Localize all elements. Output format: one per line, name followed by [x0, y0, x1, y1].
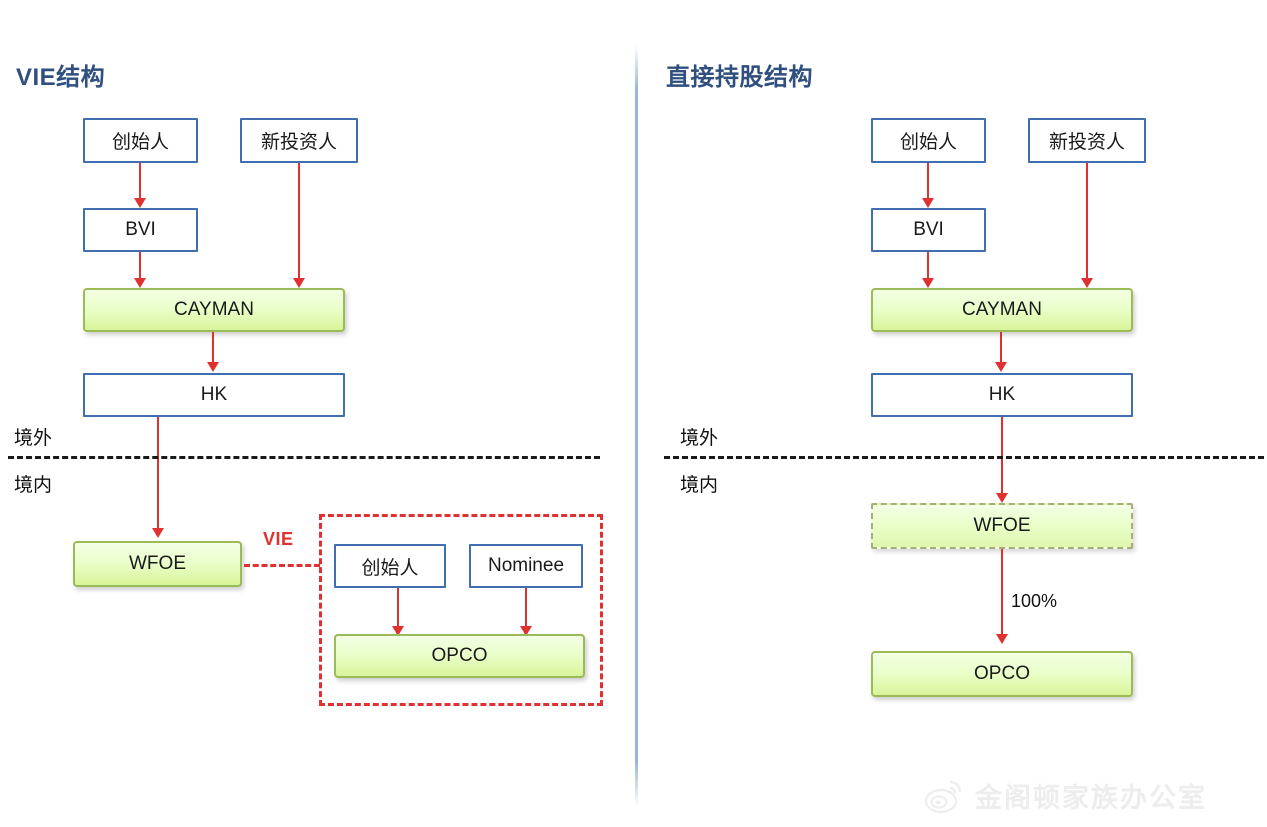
right-edge-bvi-to-cayman — [927, 252, 929, 280]
right-edge-hk-to-wfoe-arrowhead — [996, 493, 1008, 503]
left-node-hk[interactable]: HK — [83, 373, 345, 417]
right-node-opco[interactable]: OPCO — [871, 651, 1133, 697]
left-vie-node-founder[interactable]: 创始人 — [334, 544, 446, 588]
left-vie-edge-nominee-to-opco-arrowhead — [520, 626, 532, 636]
right-node-opco-label: OPCO — [974, 663, 1030, 684]
left-node-new-investor[interactable]: 新投资人 — [240, 118, 358, 163]
right-boundary-offshore-label: 境外 — [680, 428, 719, 449]
right-edge-investor-to-cayman-arrowhead — [1081, 278, 1093, 288]
right-node-bvi[interactable]: BVI — [871, 208, 986, 252]
right-edge-cayman-to-hk-arrowhead — [995, 362, 1007, 372]
left-node-cayman[interactable]: CAYMAN — [83, 288, 345, 332]
left-edge-hk-to-wfoe-arrowhead — [152, 528, 164, 538]
left-node-cayman-label: CAYMAN — [174, 299, 254, 320]
left-panel-title: VIE结构 — [16, 64, 106, 91]
right-jurisdiction-boundary-line — [664, 456, 1264, 459]
left-node-bvi[interactable]: BVI — [83, 208, 198, 252]
right-node-wfoe[interactable]: WFOE — [871, 503, 1133, 549]
left-boundary-onshore-label: 境内 — [14, 475, 53, 496]
left-edge-investor-to-cayman-arrowhead — [293, 278, 305, 288]
right-edge-wfoe-to-opco-arrowhead — [996, 634, 1008, 644]
left-vie-edge-founder-to-opco-arrowhead — [392, 626, 404, 636]
left-edge-hk-to-wfoe — [157, 417, 159, 529]
left-node-founder[interactable]: 创始人 — [83, 118, 198, 163]
left-vie-link-label: VIE — [263, 529, 294, 549]
left-node-founder-label: 创始人 — [111, 132, 169, 153]
right-edge-investor-to-cayman — [1086, 163, 1088, 280]
right-ownership-percent-label: 100% — [1011, 591, 1058, 611]
left-vie-dashed-connector — [244, 564, 320, 567]
left-vie-node-founder-label: 创始人 — [361, 557, 419, 579]
left-vie-node-opco-label: OPCO — [431, 645, 488, 666]
right-edge-founder-to-bvi-arrowhead — [922, 198, 934, 208]
right-edge-founder-to-bvi — [927, 163, 929, 200]
panel-divider — [635, 45, 638, 807]
left-boundary-offshore-label: 境外 — [14, 428, 53, 449]
left-vie-edge-founder-to-opco — [397, 588, 399, 628]
left-edge-bvi-to-cayman-arrowhead — [134, 278, 146, 288]
right-edge-wfoe-to-opco — [1001, 549, 1003, 636]
left-vie-node-nominee[interactable]: Nominee — [469, 544, 583, 588]
left-node-bvi-label: BVI — [125, 219, 156, 240]
right-edge-cayman-to-hk — [1000, 332, 1002, 364]
left-node-hk-label: HK — [200, 384, 228, 405]
left-vie-edge-nominee-to-opco — [525, 588, 527, 628]
right-node-bvi-label: BVI — [913, 219, 944, 240]
left-node-wfoe-label: WFOE — [129, 553, 186, 574]
right-node-cayman[interactable]: CAYMAN — [871, 288, 1133, 332]
left-vie-node-nominee-label: Nominee — [487, 555, 565, 576]
left-node-new-investor-label: 新投资人 — [260, 132, 337, 153]
right-node-hk[interactable]: HK — [871, 373, 1133, 417]
right-node-founder[interactable]: 创始人 — [871, 118, 986, 163]
left-vie-container — [319, 514, 603, 706]
left-edge-investor-to-cayman — [298, 163, 300, 280]
right-edge-bvi-to-cayman-arrowhead — [922, 278, 934, 288]
left-edge-cayman-to-hk — [212, 332, 214, 364]
left-edge-founder-to-bvi-arrowhead — [134, 198, 146, 208]
watermark-text: 金阁顿家族办公室 — [975, 783, 1207, 813]
right-node-founder-label: 创始人 — [899, 132, 957, 153]
right-node-wfoe-label: WFOE — [973, 515, 1031, 536]
right-node-new-investor-label: 新投资人 — [1048, 132, 1125, 153]
right-node-hk-label: HK — [988, 384, 1016, 405]
left-edge-cayman-to-hk-arrowhead — [207, 362, 219, 372]
left-vie-node-opco[interactable]: OPCO — [334, 634, 585, 678]
right-node-cayman-label: CAYMAN — [962, 299, 1042, 320]
watermark: 金阁顿家族办公室 — [925, 776, 1207, 815]
left-edge-founder-to-bvi — [139, 163, 141, 200]
left-jurisdiction-boundary-line — [8, 456, 600, 459]
right-boundary-onshore-label: 境内 — [680, 475, 719, 496]
left-edge-bvi-to-cayman — [139, 252, 141, 280]
right-panel-title: 直接持股结构 — [666, 64, 813, 91]
right-node-new-investor[interactable]: 新投资人 — [1028, 118, 1146, 163]
weibo-logo-icon — [925, 780, 962, 813]
left-node-wfoe[interactable]: WFOE — [73, 541, 242, 587]
